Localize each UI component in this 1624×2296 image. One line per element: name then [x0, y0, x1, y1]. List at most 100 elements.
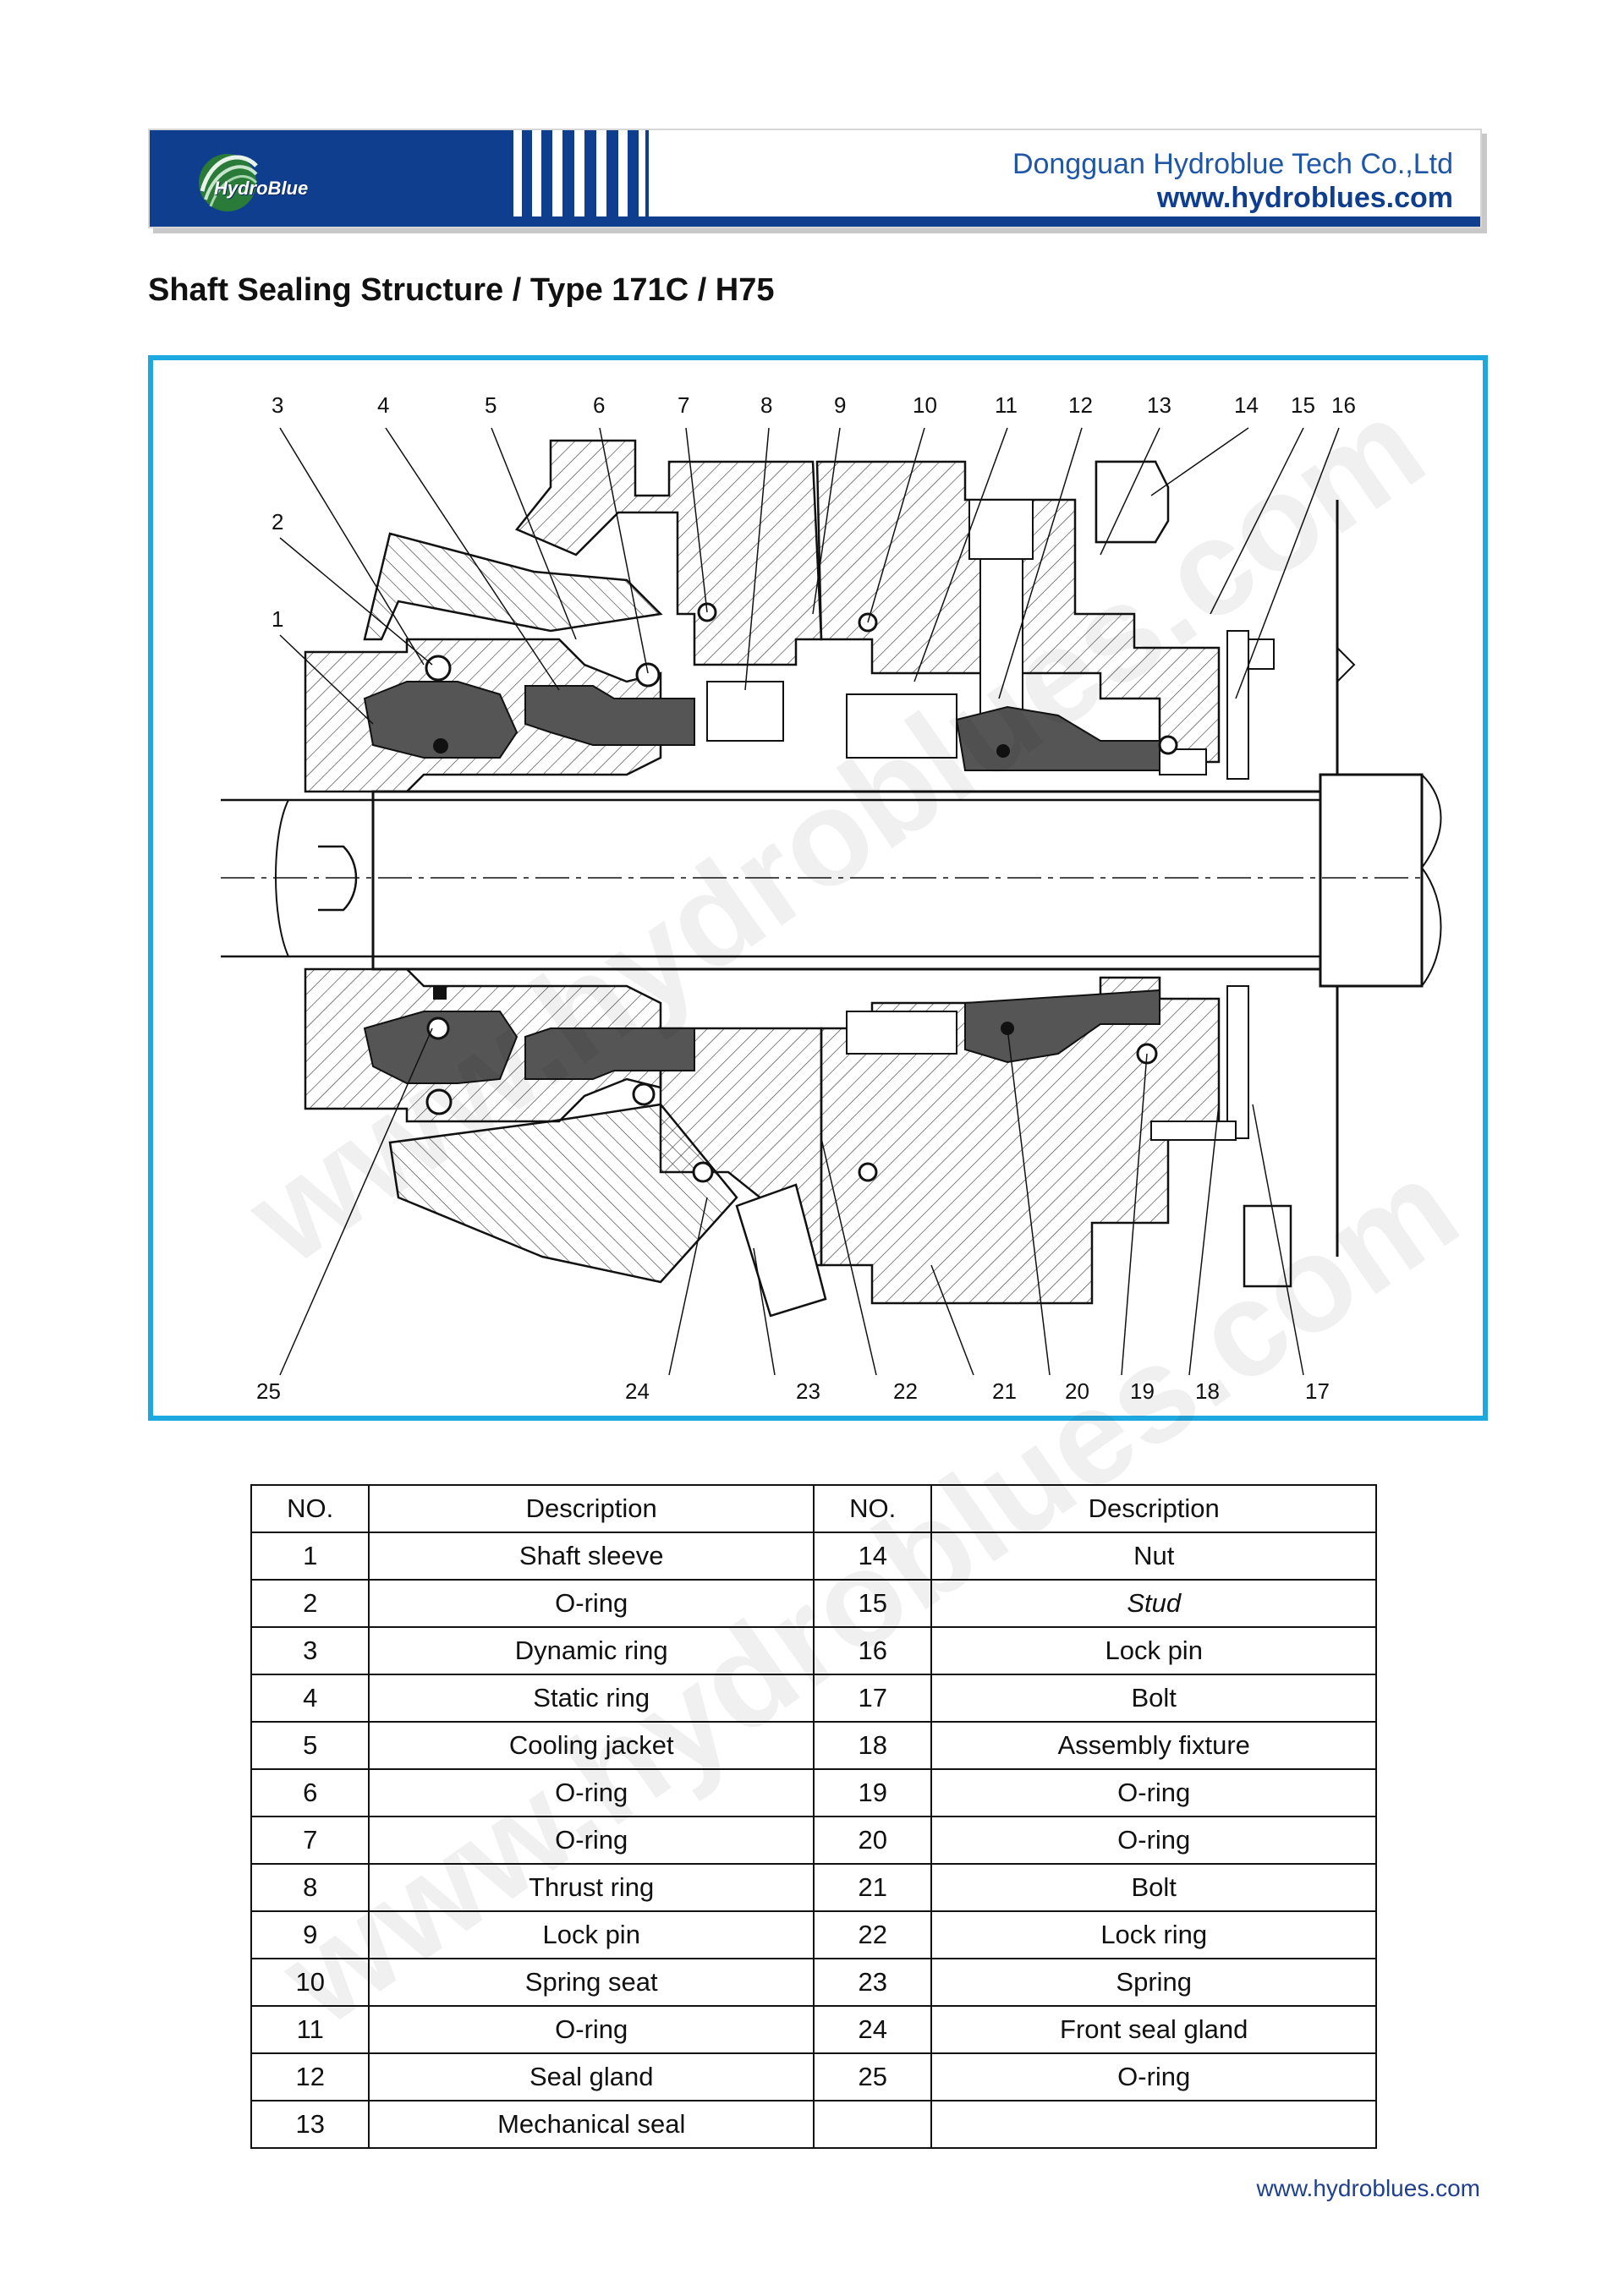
leader-lines — [279, 427, 1340, 1376]
o-ring-25-icon — [433, 738, 448, 753]
o-ring-20-icon — [996, 744, 1010, 758]
hydroblue-logo-icon — [199, 154, 258, 211]
part-no: 24 — [812, 2005, 933, 2054]
part-no: 4 — [250, 1674, 370, 1723]
callout-20: 20 — [1065, 1378, 1089, 1404]
callout-15: 15 — [1291, 392, 1315, 418]
table-header-row: NO. Description NO. Description — [250, 1484, 1377, 1533]
part-no: 20 — [812, 1816, 933, 1865]
part-description: Static ring — [368, 1674, 815, 1723]
logo-text: HydroBlue — [214, 178, 309, 199]
part-description: O-ring — [368, 1579, 815, 1628]
part-description: O-ring — [930, 1816, 1377, 1865]
callout-14: 14 — [1234, 392, 1259, 418]
part-no: 17 — [812, 1674, 933, 1723]
spring-seat-upper — [846, 693, 957, 759]
part-no: 21 — [812, 1863, 933, 1912]
part-description: Spring seat — [368, 1958, 815, 2007]
bolt-head-lower — [1243, 1204, 1292, 1288]
o-ring-19-icon — [1158, 735, 1178, 755]
callout-17: 17 — [1305, 1378, 1330, 1404]
part-no: 7 — [250, 1816, 370, 1865]
header-description-right: Description — [930, 1484, 1377, 1533]
bolt-21 — [1150, 1121, 1237, 1141]
callout-19: 19 — [1130, 1378, 1155, 1404]
dynamic-ring-upper — [363, 681, 518, 759]
part-description: Stud — [930, 1579, 1377, 1628]
part-no: 15 — [812, 1579, 933, 1628]
o-ring-2-icon — [425, 655, 452, 682]
spring-seat-lower — [846, 1011, 957, 1055]
part-description: Bolt — [930, 1863, 1377, 1912]
o-ring-6-icon — [635, 662, 661, 688]
part-no: 13 — [250, 2100, 370, 2149]
callout-12: 12 — [1068, 392, 1093, 418]
footer-url[interactable]: www.hydroblues.com — [1256, 2175, 1480, 2201]
part-description: Lock pin — [368, 1910, 815, 1959]
callout-6: 6 — [593, 392, 605, 418]
header-banner: HydroBlue Dongguan Hydroblue Tech Co.,Lt… — [148, 129, 1482, 228]
part-description: Shaft sleeve — [368, 1532, 815, 1581]
seal-cross-section-drawing: 3 4 5 6 7 8 9 10 11 12 13 14 15 16 2 1 2… — [221, 392, 1473, 1404]
part-description: Front seal gland — [930, 2005, 1377, 2054]
part-no: 1 — [250, 1532, 370, 1581]
callout-10: 10 — [913, 392, 937, 418]
bolt-17-lower — [1226, 985, 1249, 1139]
part-no: 14 — [812, 1532, 933, 1581]
part-no: 12 — [250, 2052, 370, 2101]
part-no: 11 — [250, 2005, 370, 2054]
part-no: 25 — [812, 2052, 933, 2101]
part-no: 5 — [250, 1721, 370, 1770]
dynamic-ring-lower — [363, 1011, 518, 1084]
part-no: 2 — [250, 1579, 370, 1628]
part-no: 3 — [250, 1626, 370, 1675]
static-ring-upper — [524, 685, 695, 746]
part-no: 10 — [250, 1958, 370, 2007]
part-description: Lock pin — [930, 1626, 1377, 1675]
callout-24: 24 — [625, 1378, 650, 1404]
part-description: Lock ring — [930, 1910, 1377, 1959]
part-description: O-ring — [368, 1768, 815, 1817]
part-no: 9 — [250, 1910, 370, 1959]
callout-11: 11 — [995, 392, 1018, 418]
drawing-frame: 3 4 5 6 7 8 9 10 11 12 13 14 15 16 2 1 2… — [148, 355, 1488, 1421]
part-no: 18 — [812, 1721, 933, 1770]
callout-16: 16 — [1331, 392, 1356, 418]
callout-25: 25 — [256, 1378, 281, 1404]
callout-2: 2 — [272, 509, 283, 534]
company-name: Dongguan Hydroblue Tech Co.,Ltd — [1012, 148, 1453, 180]
callout-5: 5 — [485, 392, 497, 418]
part-description: O-ring — [368, 2005, 815, 2054]
static-ring-lower — [524, 1027, 695, 1080]
banner-bottom-bar — [150, 216, 1480, 227]
company-url[interactable]: www.hydroblues.com — [1156, 182, 1453, 214]
part-description: O-ring — [930, 1768, 1377, 1817]
part-no: 16 — [812, 1626, 933, 1675]
header-no-left: NO. — [250, 1484, 370, 1533]
banner-stripes — [505, 130, 809, 227]
part-description: Thrust ring — [368, 1863, 815, 1912]
part-no: 23 — [812, 1958, 933, 2007]
part-description — [930, 2100, 1377, 2149]
callout-9: 9 — [834, 392, 846, 418]
callout-labels: 3 4 5 6 7 8 9 10 11 12 13 14 15 16 2 1 2… — [256, 392, 1356, 1404]
callout-22: 22 — [893, 1378, 918, 1404]
header-description-left: Description — [368, 1484, 815, 1533]
part-description: Dynamic ring — [368, 1626, 815, 1675]
callout-8: 8 — [760, 392, 772, 418]
part-no: 19 — [812, 1768, 933, 1817]
mechanical-seal-lower — [964, 989, 1160, 1064]
callout-1: 1 — [272, 606, 283, 632]
callout-4: 4 — [377, 392, 389, 418]
part-description: O-ring — [368, 1816, 815, 1865]
callout-7: 7 — [678, 392, 689, 418]
